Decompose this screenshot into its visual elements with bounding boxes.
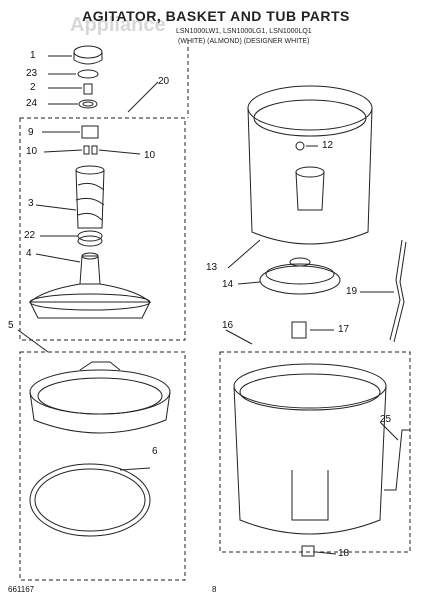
color-variants: (WHITE) (ALMOND) (DESIGNER WHITE) (178, 38, 310, 45)
model-numbers: LSN1000LW1, LSN1000LG1, LSN1000LQ1 (176, 28, 312, 35)
callout-23: 23 (26, 68, 38, 79)
spanner-nut-part (291, 321, 334, 339)
callout-3: 3 (28, 198, 34, 209)
callout-12: 12 (322, 140, 334, 151)
callout-10-left: 10 (26, 146, 38, 157)
callout-1: 1 (30, 50, 36, 61)
callout-20: 20 (158, 76, 170, 87)
callout-13: 13 (206, 262, 218, 273)
callout-17: 17 (338, 324, 350, 335)
callout-14: 14 (222, 279, 234, 290)
callout-4: 4 (26, 248, 32, 259)
clutch-part (40, 230, 103, 247)
callout-2: 2 (30, 82, 36, 93)
leader-20 (127, 81, 159, 113)
basket-nut-part (295, 141, 305, 151)
hose-part (360, 239, 407, 343)
watermark: Appliance (70, 14, 166, 36)
outer-tub-part (233, 363, 387, 535)
callout-6: 6 (152, 446, 158, 457)
callout-5: 5 (8, 320, 14, 331)
callout-24: 24 (26, 98, 38, 109)
callout-19: 19 (346, 286, 358, 297)
drive-hub-part (237, 257, 341, 295)
tub-ring-part (29, 361, 171, 434)
page-title: AGITATOR, BASKET AND TUB PARTS (82, 8, 350, 24)
group-box-16 (219, 351, 411, 553)
leader-5 (17, 329, 49, 353)
part-number: 661167 (8, 585, 35, 594)
leader-16 (225, 329, 253, 345)
agitator-cap-part (48, 45, 103, 65)
agitator-base-part (28, 252, 152, 319)
callout-9: 9 (28, 127, 34, 138)
tub-nut-part (301, 545, 337, 557)
bolt-part (48, 83, 93, 95)
group-boxes (19, 40, 411, 581)
seal-part (29, 463, 151, 537)
group-box-5 (19, 351, 186, 581)
agitator-dogs-part (43, 145, 141, 155)
callout-16: 16 (222, 320, 234, 331)
clip-part (48, 69, 99, 79)
callout-10-right: 10 (144, 150, 156, 161)
group-box-20 (19, 117, 186, 341)
agitator-top-part (42, 125, 99, 139)
callout-25: 25 (380, 414, 392, 425)
drain-pipe-part (379, 421, 410, 491)
auger-part (35, 165, 105, 229)
callout-18: 18 (338, 548, 350, 559)
basket-part (227, 85, 373, 269)
page-number: 8 (212, 585, 217, 594)
callout-22: 22 (24, 230, 36, 241)
washer-part (48, 99, 98, 109)
